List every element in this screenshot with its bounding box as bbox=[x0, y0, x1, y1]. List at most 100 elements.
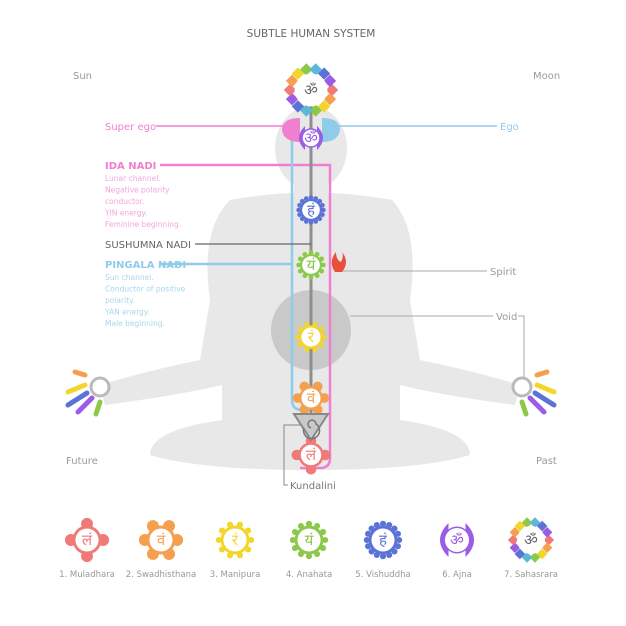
sahasrara-petal bbox=[291, 100, 305, 113]
chakra-glyph: यं bbox=[305, 531, 314, 549]
sahasrara-petal bbox=[291, 67, 305, 80]
sahasrara-petal bbox=[529, 517, 541, 528]
sahasrara-petal bbox=[536, 548, 548, 560]
pingala-description-line: Conductor of positive bbox=[105, 285, 186, 294]
legend-chakra-label: 3. Manipura bbox=[210, 570, 261, 580]
chakra-glyph: ॐ bbox=[450, 531, 464, 549]
sahasrara-petal bbox=[514, 520, 526, 532]
legend-chakra-label: 5. Vishuddha bbox=[355, 570, 410, 580]
label-ego: Ego bbox=[500, 122, 519, 133]
chakra-glyph: लं bbox=[82, 531, 93, 549]
chakra-glyph: वं bbox=[157, 531, 166, 549]
legend-chakra-muladhara: लं bbox=[64, 517, 110, 563]
pingala-description-line: polarity. bbox=[105, 296, 135, 305]
label-moon: Moon bbox=[533, 71, 560, 82]
chakra-petal bbox=[308, 250, 314, 255]
sahasrara-petal bbox=[309, 63, 322, 76]
legend-chakra-anahata: यं bbox=[289, 520, 329, 560]
legend-chakra-label: 6. Ajna bbox=[442, 570, 472, 580]
ida-description-line: Feminine beginning. bbox=[105, 220, 181, 229]
label-spirit: Spirit bbox=[490, 267, 516, 278]
sahasrara-petal bbox=[300, 104, 313, 117]
ida-description-line: conductor. bbox=[105, 197, 144, 206]
chakra-petal bbox=[396, 536, 403, 544]
chakra-petal bbox=[321, 262, 326, 268]
chakra-glyph: वं bbox=[307, 389, 316, 407]
sahasrara-petal bbox=[309, 104, 322, 117]
sahasrara-petal bbox=[317, 67, 331, 80]
legend-chakra-label: 4. Anahata bbox=[286, 570, 332, 580]
body-chakra-manipura: रं bbox=[295, 321, 327, 353]
label-kundalini: Kundalini bbox=[290, 481, 336, 492]
sahasrara-petal bbox=[509, 542, 521, 554]
label-void: Void bbox=[496, 312, 517, 323]
label-past: Past bbox=[536, 456, 557, 467]
ajna-wings bbox=[282, 118, 300, 142]
pingala-description-line: YAN energy. bbox=[104, 308, 150, 317]
sahasrara-petal bbox=[323, 74, 337, 88]
label-future: Future bbox=[66, 456, 98, 467]
sahasrara-petal bbox=[285, 92, 299, 106]
body-chakra-ajna: ॐ bbox=[299, 126, 323, 150]
kundalini-serpent-icon bbox=[302, 419, 321, 440]
sahasrara-petal bbox=[509, 526, 521, 538]
sahasrara-petal bbox=[521, 552, 533, 563]
sahasrara-petal bbox=[529, 552, 541, 563]
left-hand-chakra bbox=[89, 376, 111, 398]
sahasrara-petal bbox=[543, 534, 555, 546]
chakra-petal bbox=[363, 536, 370, 544]
chakra-glyph: ॐ bbox=[304, 129, 318, 147]
sahasrara-petal bbox=[507, 534, 519, 546]
sahasrara-petal bbox=[514, 548, 526, 560]
ajna-wings-right bbox=[322, 118, 340, 142]
void-line bbox=[350, 315, 525, 378]
pingala-description-line: Male beginning. bbox=[105, 319, 165, 328]
chakra-glyph: ॐ bbox=[304, 81, 318, 99]
legend-chakra-ajna: ॐ bbox=[440, 523, 474, 557]
chakra-petal bbox=[215, 536, 222, 544]
ida-nadi-channel bbox=[160, 163, 332, 470]
chakra-petal bbox=[321, 207, 326, 213]
label-super-ego: Super ego bbox=[105, 122, 156, 133]
chakra-petal bbox=[308, 275, 314, 280]
sahasrara-petal bbox=[325, 83, 339, 97]
ida-nadi-title: IDA NADI bbox=[105, 161, 156, 172]
ida-description-line: Lunar channel. bbox=[105, 174, 161, 183]
chakra-petal bbox=[305, 553, 313, 560]
chakra-petal bbox=[322, 536, 329, 544]
sahasrara-petal bbox=[521, 517, 533, 528]
sahasrara-petal bbox=[541, 542, 553, 554]
body-chakra-sahasrara: ॐ bbox=[283, 63, 339, 117]
legend-chakra-label: 1. Muladhara bbox=[59, 570, 115, 580]
chakra-petal bbox=[308, 220, 314, 225]
chakra-glyph: हं bbox=[307, 201, 316, 219]
sahasrara-petal bbox=[285, 74, 299, 88]
chakra-petal bbox=[321, 334, 327, 340]
label-sun: Sun bbox=[73, 71, 92, 82]
chakra-petal bbox=[308, 195, 314, 200]
chakra-petal bbox=[296, 207, 301, 213]
chakra-petal bbox=[295, 334, 301, 340]
sahasrara-petal bbox=[541, 526, 553, 538]
sushumna-nadi-title: SUSHUMNA NADI bbox=[105, 240, 191, 251]
kundalini-line bbox=[283, 424, 300, 486]
chakra-glyph: यं bbox=[307, 256, 316, 274]
chakra-glyph: ॐ bbox=[524, 531, 538, 549]
body-chakra-muladhara: लं bbox=[291, 435, 331, 475]
chakra-petal bbox=[296, 262, 301, 268]
legend-chakra-manipura: रं bbox=[215, 521, 255, 559]
sahasrara-petal bbox=[323, 92, 337, 106]
sahasrara-petal bbox=[300, 63, 313, 76]
chakra-petal bbox=[379, 520, 387, 527]
chakra-glyph: लं bbox=[306, 446, 317, 464]
legend-chakra-label: 2. Swadhisthana bbox=[126, 570, 196, 580]
chakra-glyph: हं bbox=[379, 531, 388, 549]
ida-description-line: YIN energy. bbox=[104, 209, 147, 218]
right-hand-chakra bbox=[511, 376, 533, 398]
legend-chakra-sahasrara: ॐ bbox=[507, 517, 555, 563]
spirit-flame-icon bbox=[331, 252, 346, 272]
legend-chakra-label: 7. Sahasrara bbox=[504, 570, 558, 580]
chakra-petal bbox=[379, 553, 387, 560]
